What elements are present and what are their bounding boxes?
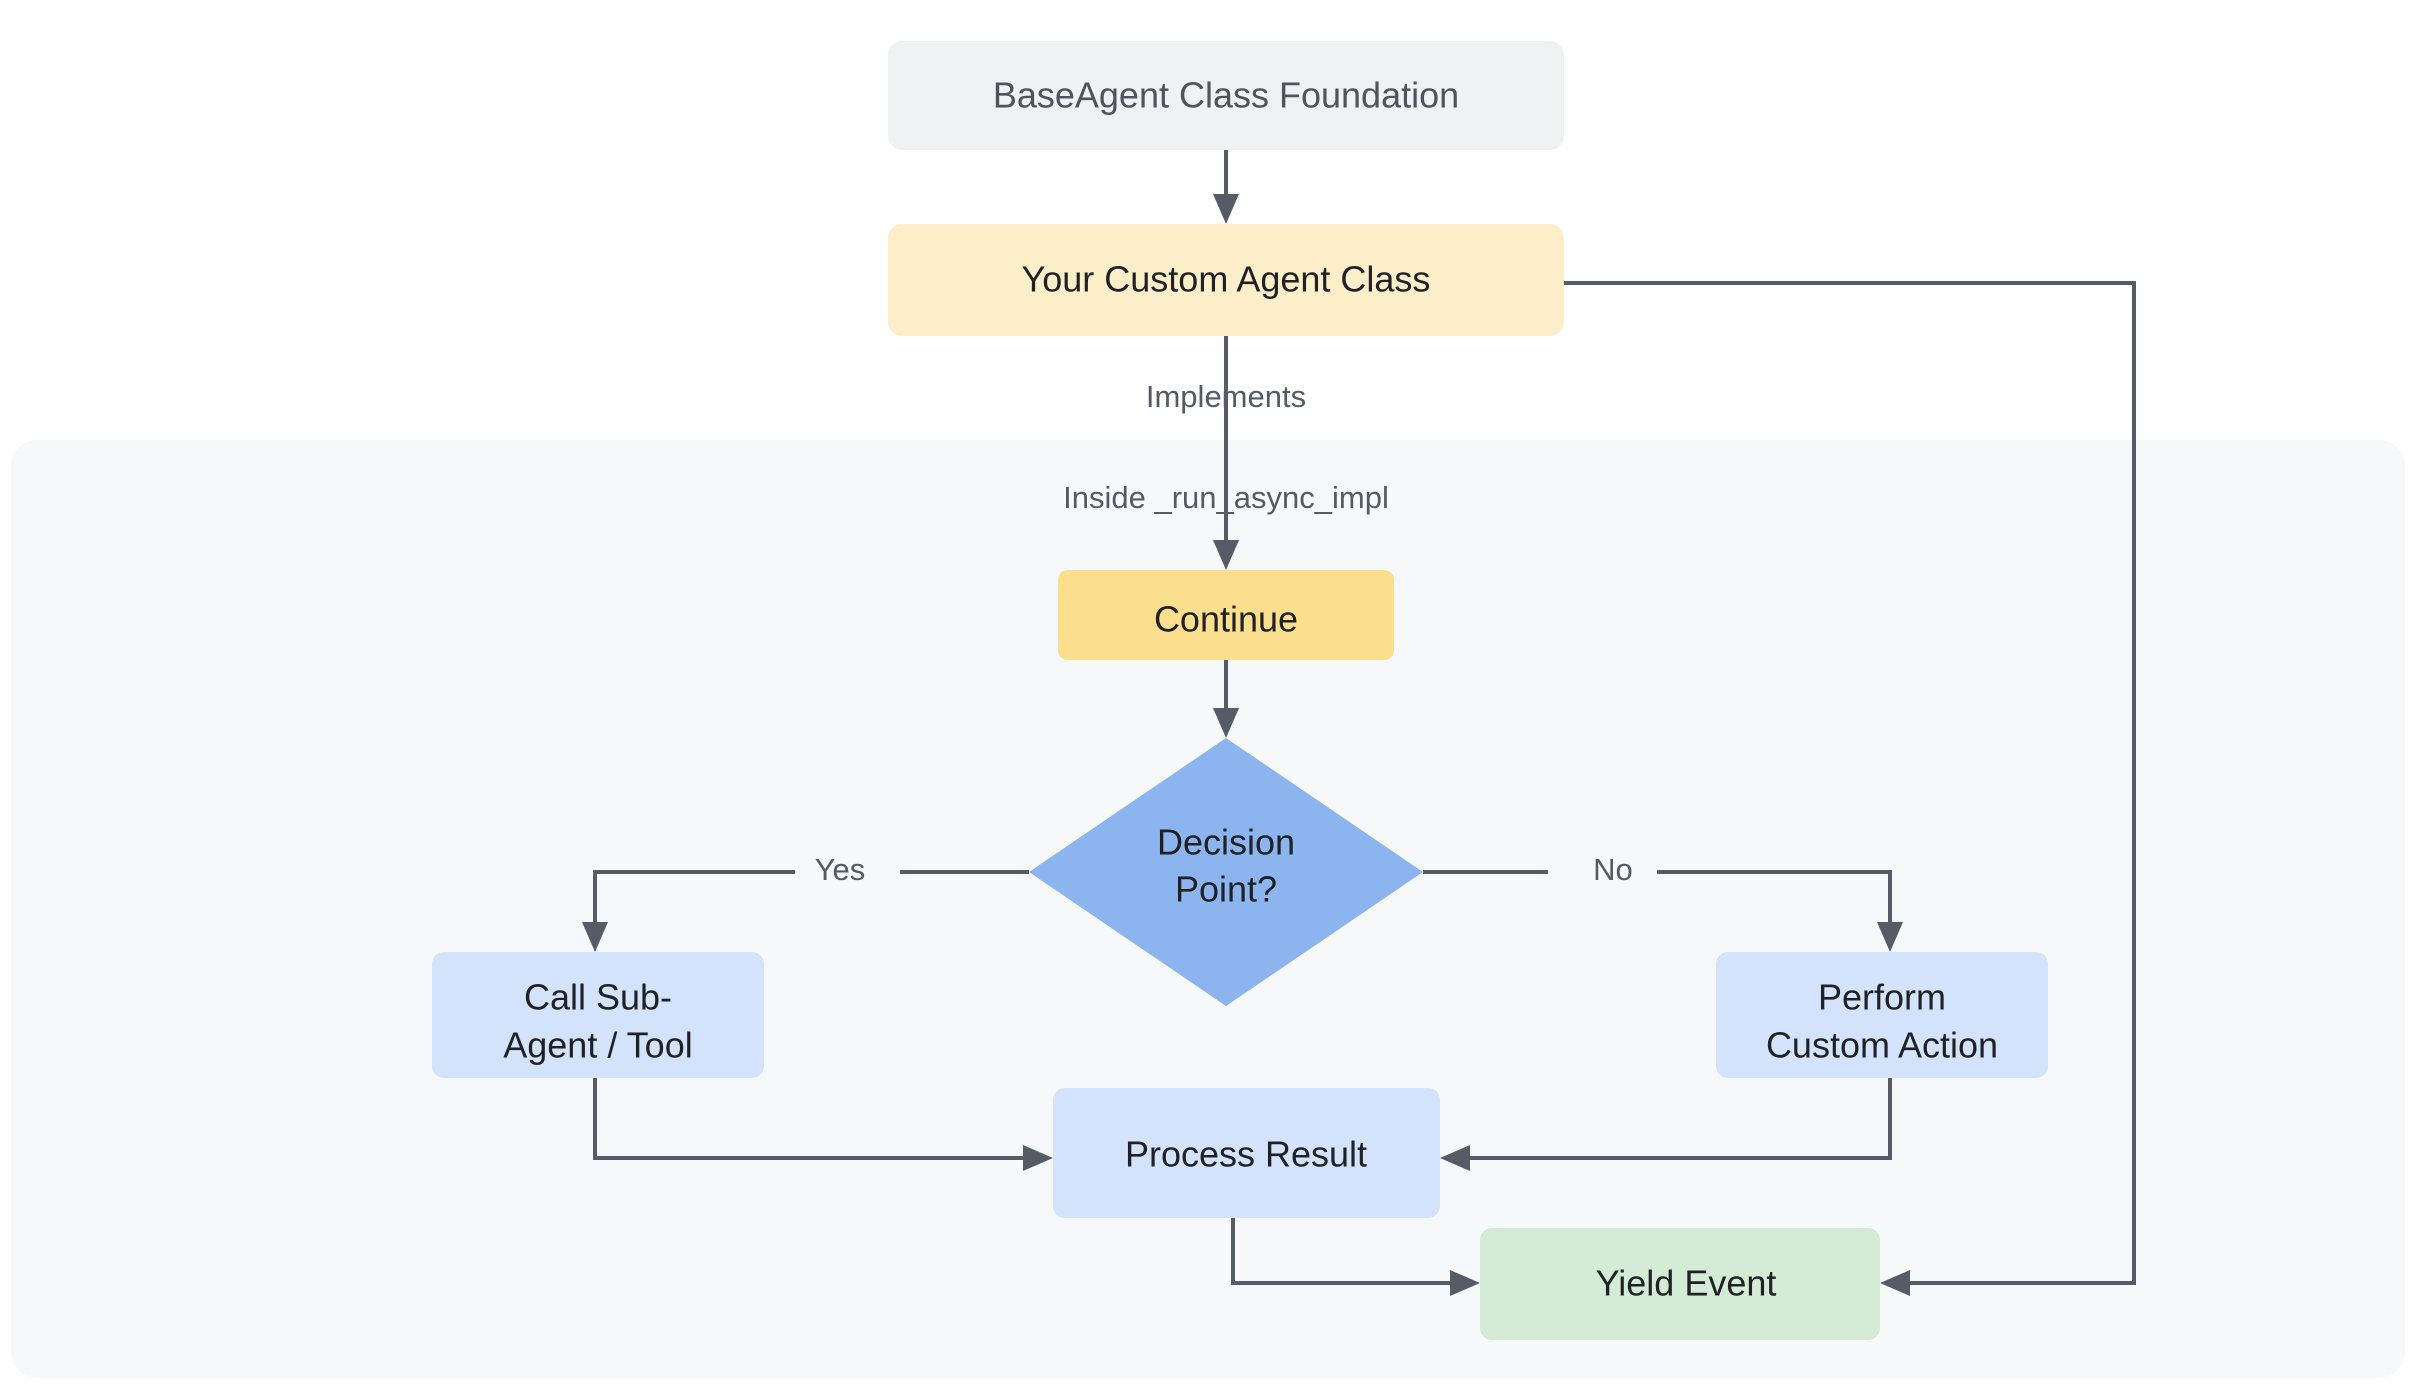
node-continue-label: Continue [1154,599,1298,640]
node-custom-agent-label: Your Custom Agent Class [1022,259,1431,300]
edge-custom-agent-to-yield-event [1560,281,2136,1296]
edge-label-no: No [1593,852,1633,887]
node-continue[interactable]: Continue [1058,570,1394,660]
node-yield-event-shape[interactable] [1480,1228,1880,1340]
node-call-sub-agent-label-line1: Call Sub- [524,977,672,1018]
edge-process-result-to-yield-event [1231,1218,1480,1296]
node-decision-point[interactable]: Decision Point? [1029,738,1423,1006]
node-custom-action-label-line2: Custom Action [1766,1025,1998,1066]
node-decision-label-line1: Decision [1157,822,1295,863]
edge-continue-to-decision [1213,660,1239,738]
node-call-sub-agent-tool[interactable]: Call Sub- Agent / Tool [432,952,764,1078]
edge-decision-to-custom-action [1423,870,1903,952]
node-base-agent-class-foundation[interactable]: BaseAgent Class Foundation [888,41,1564,150]
node-process-result-shape[interactable] [1053,1088,1440,1218]
edge-custom-action-to-process-result [1440,1078,1892,1171]
node-your-custom-agent-class[interactable]: Your Custom Agent Class [888,224,1564,336]
node-yield-event[interactable]: Yield Event [1480,1228,1880,1340]
node-custom-action-shape[interactable] [1716,952,2048,1078]
edge-label-implements: Implements [1146,379,1306,414]
node-yield-event-label: Yield Event [1596,1263,1777,1304]
edge-custom-agent-to-continue [1213,335,1239,570]
edge-label-yes: Yes [815,852,866,887]
edge-decision-to-call-sub-agent [582,870,1029,952]
node-call-sub-agent-label-line2: Agent / Tool [503,1025,692,1066]
node-continue-shape[interactable] [1058,570,1394,660]
node-base-agent-label: BaseAgent Class Foundation [993,75,1459,116]
node-call-sub-agent-shape[interactable] [432,952,764,1078]
edge-base-agent-to-custom-agent [1213,150,1239,224]
node-process-result-label: Process Result [1125,1134,1367,1175]
edge-call-sub-agent-to-process-result [593,1078,1053,1171]
node-decision-shape[interactable] [1029,738,1423,1006]
node-custom-action-label-line1: Perform [1818,977,1946,1018]
node-custom-agent-shape[interactable] [888,224,1564,336]
node-decision-label-line2: Point? [1175,869,1277,910]
edge-label-inside-run-async-impl: Inside _run_async_impl [1063,480,1389,515]
node-perform-custom-action[interactable]: Perform Custom Action [1716,952,2048,1078]
node-process-result[interactable]: Process Result [1053,1088,1440,1218]
node-base-agent-shape[interactable] [888,41,1564,150]
